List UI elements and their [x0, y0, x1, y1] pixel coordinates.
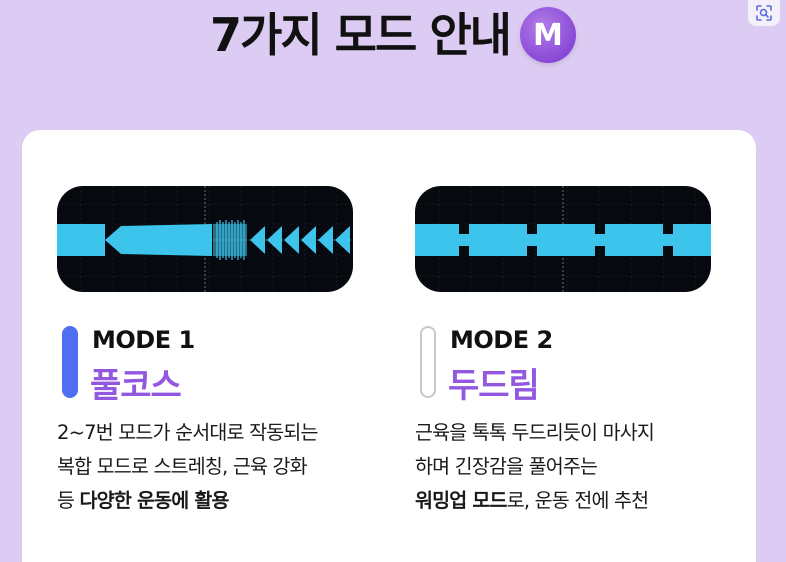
mode-1-waveform — [57, 186, 353, 292]
mode-1-desc-plain: 등 — [57, 489, 80, 512]
mode-2-label: MODE 2 — [450, 326, 553, 354]
mode-2-description: 근육을 톡톡 두드리듯이 마사지 하며 긴장감을 풀어주는 워밍업 모드로, 운… — [415, 416, 715, 518]
mode-2-name: 두드림 — [448, 366, 540, 406]
mode-card: MODE 1 풀코스 2~7번 모드가 순서대로 작동되는 복합 모드로 스트레… — [22, 130, 756, 562]
mode-1-desc-line: 복합 모드로 스트레칭, 근육 강화 — [57, 455, 308, 478]
mode-1-desc-line: 2~7번 모드가 순서대로 작동되는 — [57, 421, 318, 444]
mode-2-desc-line: 하며 긴장감을 풀어주는 — [415, 455, 598, 478]
page-title: 7가지 모드 안내 — [210, 8, 512, 62]
mode-1-desc-line: 등 다양한 운동에 활용 — [57, 484, 357, 518]
mode-1-description: 2~7번 모드가 순서대로 작동되는 복합 모드로 스트레칭, 근육 강화 등 … — [57, 416, 357, 518]
mode-1-label: MODE 1 — [92, 326, 195, 354]
mode-2-indicator-bar — [420, 326, 436, 398]
mode-2-waveform — [415, 186, 711, 292]
mode-2: MODE 2 두드림 근육을 톡톡 두드리듯이 마사지 하며 긴장감을 풀어주는… — [415, 186, 715, 518]
scan-icon — [756, 5, 772, 21]
mode-2-desc-tail: 로, 운동 전에 추천 — [506, 489, 649, 512]
scan-button[interactable] — [748, 0, 780, 26]
m-badge: M — [519, 7, 576, 63]
mode-2-desc-line: 근육을 톡톡 두드리듯이 마사지 — [415, 421, 655, 444]
mode-1: MODE 1 풀코스 2~7번 모드가 순서대로 작동되는 복합 모드로 스트레… — [57, 186, 357, 518]
mode-1-desc-bold: 다양한 운동에 활용 — [79, 489, 230, 512]
mode-1-indicator-bar — [62, 326, 78, 398]
mode-1-name: 풀코스 — [90, 366, 182, 406]
header: 7가지 모드 안내 M — [0, 0, 786, 70]
mode-2-heading: MODE 2 두드림 — [415, 320, 715, 406]
mode-2-desc-bold: 워밍업 모드 — [415, 489, 508, 512]
mode-1-heading: MODE 1 풀코스 — [57, 320, 357, 406]
mode-2-desc-line: 워밍업 모드로, 운동 전에 추천 — [415, 484, 715, 518]
